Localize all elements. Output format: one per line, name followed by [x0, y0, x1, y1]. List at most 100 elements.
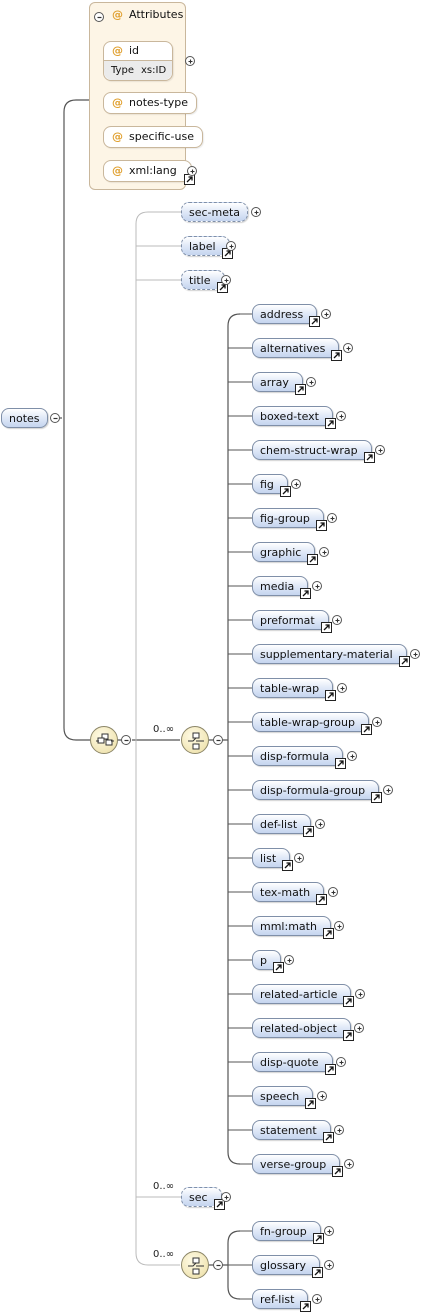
choice-compositor-icon[interactable]: [181, 726, 209, 754]
expand-boxed-text-icon[interactable]: [336, 411, 346, 421]
element-related-article[interactable]: related-article: [252, 984, 355, 1007]
expand-disp-formula-group-icon[interactable]: [383, 785, 393, 795]
sec-cardinality: 0..∞: [153, 1181, 175, 1192]
element-verse-group[interactable]: verse-group: [252, 1154, 344, 1177]
expand-alternatives-icon[interactable]: [343, 343, 353, 353]
expand-sec-icon[interactable]: [221, 1192, 231, 1202]
element-glossary[interactable]: glossary: [252, 1255, 324, 1278]
element-fig-group[interactable]: fig-group: [252, 508, 327, 531]
element-mml-math[interactable]: mml:math: [252, 916, 334, 939]
element-table-wrap-group[interactable]: table-wrap-group: [252, 712, 372, 735]
collapse-back-choice-icon[interactable]: [213, 1260, 223, 1270]
expand-xml-lang-icon[interactable]: [187, 166, 197, 176]
reference-arrow-icon: [343, 996, 355, 1007]
element-table-wrap[interactable]: table-wrap: [252, 678, 337, 701]
element-label: list: [260, 852, 277, 865]
element-list[interactable]: list: [252, 848, 294, 871]
collapse-sequence-icon[interactable]: [121, 735, 131, 745]
element-tex-math[interactable]: tex-math: [252, 882, 328, 905]
expand-table-wrap-icon[interactable]: [337, 683, 347, 693]
element-label[interactable]: label: [181, 236, 233, 259]
expand-media-icon[interactable]: [312, 581, 322, 591]
expand-disp-formula-icon[interactable]: [347, 751, 357, 761]
element-sec[interactable]: sec: [181, 1187, 225, 1210]
expand-related-article-icon[interactable]: [355, 989, 365, 999]
expand-preformat-icon[interactable]: [332, 615, 342, 625]
expand-disp-quote-icon[interactable]: [336, 1057, 346, 1067]
expand-address-icon[interactable]: [321, 309, 331, 319]
expand-chem-struct-wrap-icon[interactable]: [375, 445, 385, 455]
element-label: fn-group: [260, 1225, 307, 1238]
reference-arrow-icon: [324, 418, 336, 429]
element-def-list[interactable]: def-list: [252, 814, 315, 837]
reference-arrow-icon: [363, 452, 375, 463]
expand-fig-icon[interactable]: [291, 479, 301, 489]
element-label: boxed-text: [260, 410, 319, 423]
expand-statement-icon[interactable]: [334, 1125, 344, 1135]
element-sec-meta[interactable]: sec-meta: [181, 202, 249, 222]
element-statement[interactable]: statement: [252, 1120, 334, 1143]
attribute-id[interactable]: @id Type xs:ID: [103, 41, 173, 81]
expand-fn-group-icon[interactable]: [324, 1226, 334, 1236]
element-related-object[interactable]: related-object: [252, 1018, 354, 1041]
element-disp-formula[interactable]: disp-formula: [252, 746, 347, 769]
expand-array-icon[interactable]: [306, 377, 316, 387]
expand-p-icon[interactable]: [284, 955, 294, 965]
expand-label-icon[interactable]: [226, 241, 236, 251]
element-array[interactable]: array: [252, 372, 306, 395]
element-alternatives[interactable]: alternatives: [252, 338, 343, 361]
collapse-attributes-icon[interactable]: [94, 12, 104, 22]
element-label: supplementary-material: [260, 648, 393, 661]
element-label: alternatives: [260, 342, 326, 355]
reference-arrow-icon: [335, 758, 347, 769]
expand-graphic-icon[interactable]: [319, 547, 329, 557]
element-notes-label: notes: [9, 412, 40, 425]
sequence-compositor-icon[interactable]: [90, 726, 118, 754]
expand-table-wrap-group-icon[interactable]: [372, 717, 382, 727]
element-speech[interactable]: speech: [252, 1086, 317, 1109]
expand-fig-group-icon[interactable]: [327, 513, 337, 523]
attribute-xml-lang[interactable]: @xml:lang: [103, 160, 195, 185]
collapse-notes-icon[interactable]: [50, 413, 60, 423]
attribute-at-icon: @: [112, 130, 123, 143]
element-p[interactable]: p: [252, 950, 284, 973]
expand-title-icon[interactable]: [221, 275, 231, 285]
collapse-choice-icon[interactable]: [213, 735, 223, 745]
element-sec-label: sec: [189, 1191, 208, 1204]
expand-def-list-icon[interactable]: [315, 819, 325, 829]
element-graphic[interactable]: graphic: [252, 542, 319, 565]
expand-ref-list-icon[interactable]: [312, 1294, 322, 1304]
expand-related-object-icon[interactable]: [354, 1023, 364, 1033]
expand-speech-icon[interactable]: [317, 1091, 327, 1101]
back-choice-compositor-icon[interactable]: [181, 1251, 209, 1279]
attribute-xml-lang-name: xml:lang: [129, 164, 177, 177]
expand-tex-math-icon[interactable]: [328, 887, 338, 897]
element-disp-formula-group[interactable]: disp-formula-group: [252, 780, 383, 803]
element-boxed-text[interactable]: boxed-text: [252, 406, 336, 429]
element-label: table-wrap: [260, 682, 320, 695]
element-notes[interactable]: notes: [1, 408, 48, 428]
expand-supplementary-material-icon[interactable]: [410, 649, 420, 659]
element-title[interactable]: title: [181, 270, 228, 293]
element-preformat[interactable]: preformat: [252, 610, 332, 633]
reference-arrow-icon: [342, 1030, 354, 1041]
element-ref-list[interactable]: ref-list: [252, 1289, 312, 1312]
element-label: def-list: [260, 818, 298, 831]
element-chem-struct-wrap[interactable]: chem-struct-wrap: [252, 440, 375, 463]
element-media[interactable]: media: [252, 576, 312, 599]
element-fig[interactable]: fig: [252, 474, 291, 497]
expand-mml-math-icon[interactable]: [334, 921, 344, 931]
element-disp-quote[interactable]: disp-quote: [252, 1052, 336, 1075]
attribute-notes-type[interactable]: @notes-type: [103, 92, 198, 114]
expand-verse-group-icon[interactable]: [344, 1159, 354, 1169]
element-fn-group[interactable]: fn-group: [252, 1221, 324, 1244]
expand-glossary-icon[interactable]: [324, 1260, 334, 1270]
expand-list-icon[interactable]: [294, 853, 304, 863]
element-supplementary-material[interactable]: supplementary-material: [252, 644, 410, 667]
back-cardinality: 0..∞: [153, 1249, 175, 1260]
attribute-specific-use[interactable]: @specific-use: [103, 126, 204, 148]
expand-sec-meta-icon[interactable]: [251, 207, 261, 217]
reference-arrow-icon: [325, 690, 337, 701]
element-address[interactable]: address: [252, 304, 321, 327]
expand-id-icon[interactable]: [185, 56, 195, 66]
